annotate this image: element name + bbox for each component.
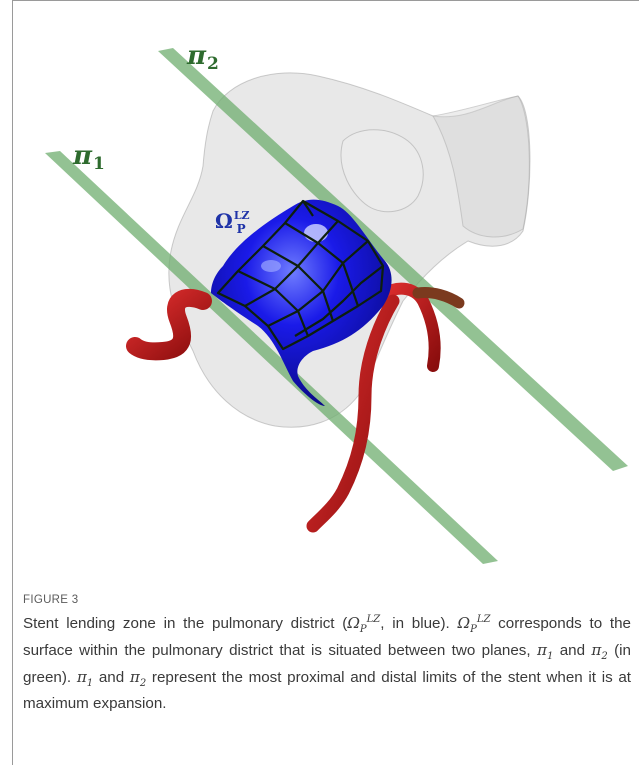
landing-zone-label: ΩLZP bbox=[215, 209, 246, 233]
figure-image: π2 π1 ΩLZP bbox=[13, 1, 639, 581]
plane-pi2-label: π2 bbox=[187, 41, 219, 71]
plane-pi1-label: π1 bbox=[73, 141, 105, 171]
figure-number: FIGURE 3 bbox=[23, 594, 631, 606]
caption-text: Stent lending zone in the pulmonary dist… bbox=[23, 610, 631, 714]
anatomy-render bbox=[13, 1, 639, 581]
figure-caption: FIGURE 3 Stent lending zone in the pulmo… bbox=[23, 594, 631, 714]
